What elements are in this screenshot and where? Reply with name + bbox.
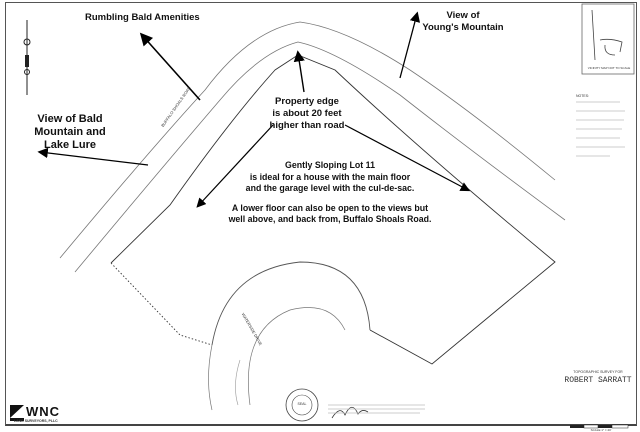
arrow-youngs bbox=[399, 11, 421, 79]
arrow-amenities bbox=[139, 32, 201, 101]
arrow-edge-right bbox=[344, 124, 471, 192]
cul-de-sac-line bbox=[211, 261, 371, 346]
callout-line: View of Bald bbox=[37, 113, 103, 125]
surveyor-seal bbox=[285, 388, 319, 422]
road-outer-line bbox=[59, 21, 556, 259]
drive-line-2 bbox=[235, 359, 241, 406]
callout-line: Young's Mountain bbox=[422, 22, 504, 33]
lot-boundary bbox=[110, 54, 556, 365]
road-inner-line bbox=[74, 41, 566, 273]
seal-text: SEAL bbox=[297, 402, 307, 406]
vicinity-map-label: VICINITY MAP NOT TO SCALE bbox=[587, 66, 631, 70]
survey-sheet bbox=[5, 2, 637, 426]
notes-text-lines bbox=[328, 101, 625, 414]
callout-line: Mountain and bbox=[34, 126, 106, 138]
cul-de-sac-inner bbox=[247, 307, 346, 406]
surveyor-logo-icon bbox=[10, 405, 24, 421]
surveyor-name: LAND SURVEYORS, PLLC bbox=[14, 419, 58, 423]
callout-line: A lower floor can also be open to the vi… bbox=[231, 202, 429, 213]
lot-boundary-bottom bbox=[110, 262, 213, 346]
callout-line: View of bbox=[446, 10, 480, 21]
callout-bald-mountain: View of Bald Mountain and Lake Lure bbox=[25, 113, 115, 152]
signature bbox=[331, 406, 369, 419]
callout-line: Property edge bbox=[275, 96, 339, 107]
callout-line: well above, and back from, Buffalo Shoal… bbox=[228, 214, 432, 224]
drive-line bbox=[208, 344, 213, 411]
callout-line: is ideal for a house with the main floor bbox=[249, 171, 411, 182]
arrow-bald bbox=[37, 147, 149, 166]
callout-line: Lake Lure bbox=[44, 139, 96, 151]
lot-title: Gently Sloping Lot 11 bbox=[285, 160, 375, 170]
scale-bar bbox=[570, 424, 629, 429]
arrow-edge-top bbox=[293, 50, 305, 93]
callout-youngs-mountain: View of Young's Mountain bbox=[418, 10, 508, 34]
surveyor-logo-text: WNC bbox=[26, 404, 61, 419]
callout-line: higher than road bbox=[269, 120, 345, 131]
callout-line: and the garage level with the cul-de-sac… bbox=[245, 183, 415, 193]
callout-amenities: Rumbling Bald Amenities bbox=[85, 12, 200, 23]
callout-line: is about 20 feet bbox=[272, 108, 342, 119]
callout-lot-description: Gently Sloping Lot 11 is ideal for a hou… bbox=[215, 160, 445, 226]
title-block-subtitle: TOPOGRAPHIC SURVEY FOR bbox=[573, 370, 623, 374]
title-block-owner: ROBERT SARRATT bbox=[564, 376, 632, 385]
arrow-edge-left bbox=[196, 124, 274, 208]
scale-label: SCALE 1" = 20' bbox=[590, 428, 612, 432]
north-arrow-icon bbox=[23, 20, 31, 95]
callout-property-edge: Property edge is about 20 feet higher th… bbox=[262, 96, 352, 132]
notes-heading: NOTES: bbox=[576, 94, 590, 98]
